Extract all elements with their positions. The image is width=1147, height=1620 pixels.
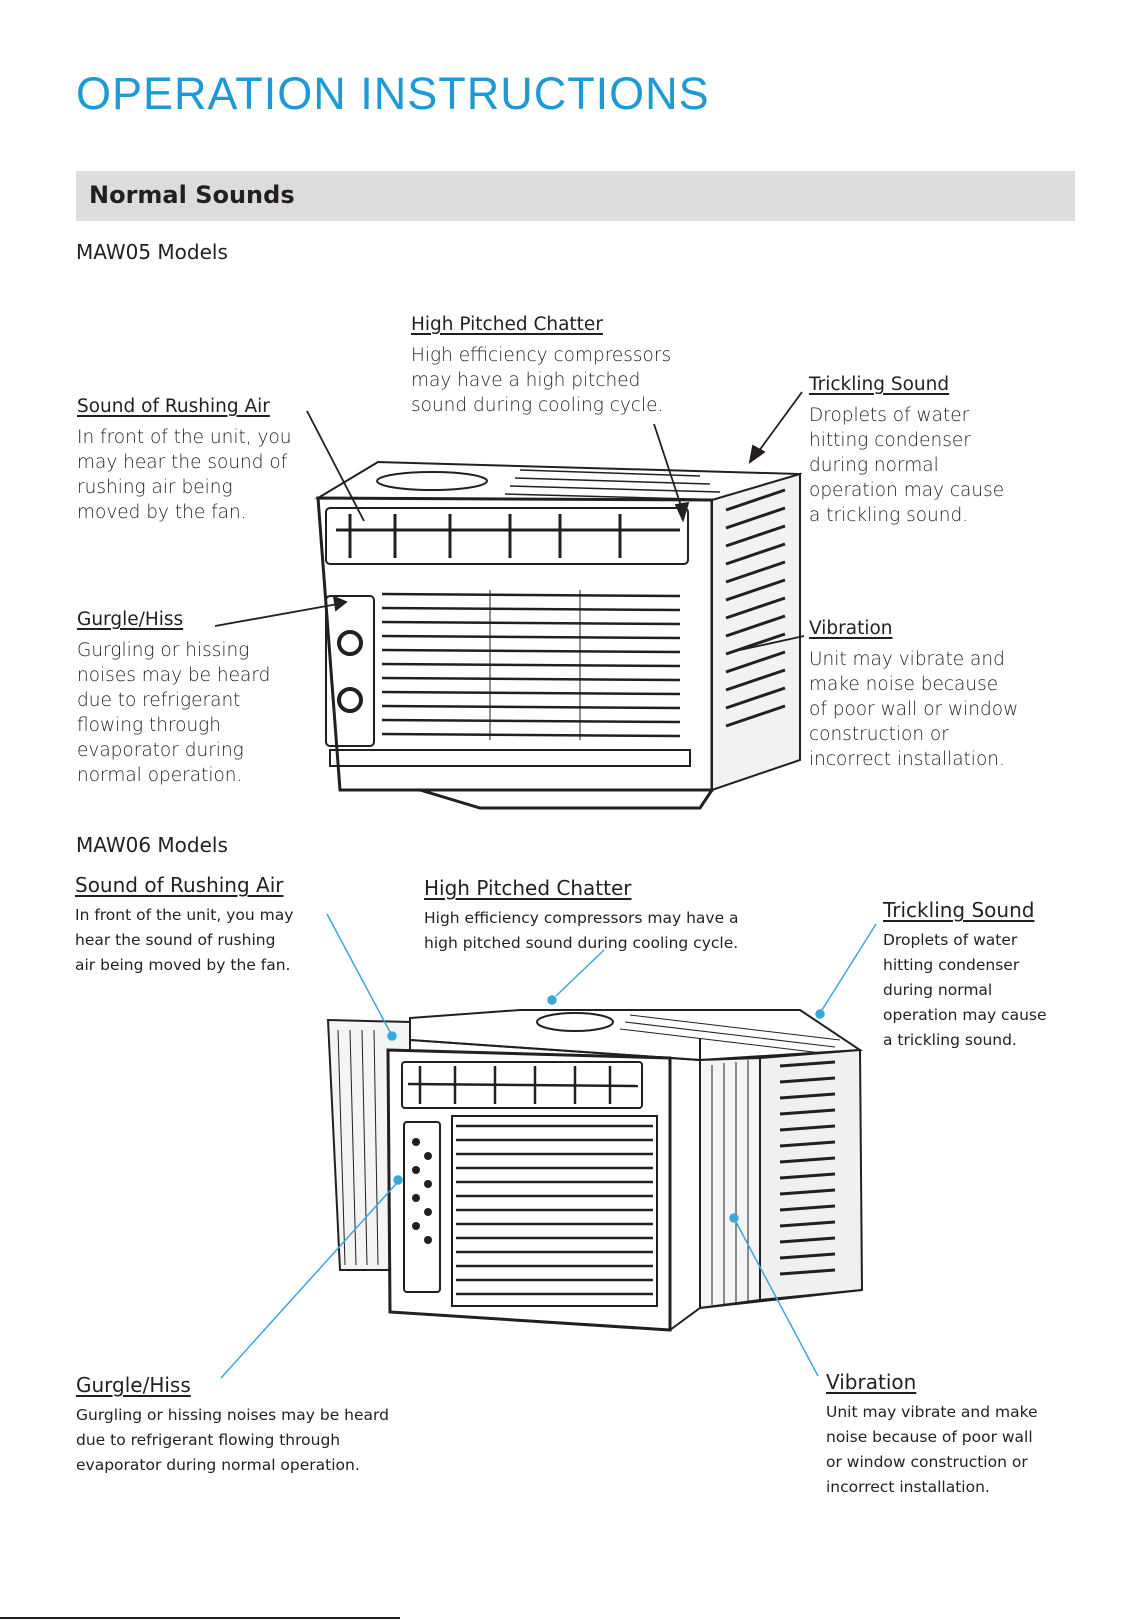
section-heading: Normal Sounds <box>89 181 295 209</box>
maw05-rushing-air-label: Sound of Rushing Air <box>77 396 270 417</box>
maw06-gurgle-callout: Gurgle/Hiss Gurgling or hissing noises m… <box>76 1373 456 1478</box>
maw06-rushing-air-text: In front of the unit, you may hear the s… <box>75 906 294 974</box>
maw06-vibration-callout: Vibration Unit may vibrate and make nois… <box>826 1370 1076 1500</box>
maw06-chatter-text: High efficiency compressors may have a h… <box>424 909 739 952</box>
model-heading-maw05: MAW05 Models <box>76 240 228 264</box>
maw05-chatter-text: High efficiency compressors may have a h… <box>411 345 672 416</box>
maw05-vibration-callout: Vibration Unit may vibrate and make nois… <box>809 618 1069 772</box>
maw06-trickling-callout: Trickling Sound Droplets of water hittin… <box>883 898 1083 1053</box>
page-title: OPERATION INSTRUCTIONS <box>76 68 710 119</box>
maw05-gurgle-label: Gurgle/Hiss <box>77 609 184 630</box>
maw06-trickling-text: Droplets of water hitting condenser duri… <box>883 931 1047 1049</box>
maw06-vibration-label: Vibration <box>826 1370 917 1394</box>
maw06-gurgle-text: Gurgling or hissing noises may be heard … <box>76 1406 389 1474</box>
footer-rule <box>0 1617 400 1619</box>
maw06-rushing-air-label: Sound of Rushing Air <box>75 873 284 897</box>
maw05-chatter-callout: High Pitched Chatter High efficiency com… <box>411 314 731 418</box>
maw05-vibration-label: Vibration <box>809 618 893 639</box>
maw06-trickling-label: Trickling Sound <box>883 898 1035 922</box>
maw06-gurgle-label: Gurgle/Hiss <box>76 1373 191 1397</box>
maw05-gurgle-callout: Gurgle/Hiss Gurgling or hissing noises m… <box>77 609 317 788</box>
maw06-chatter-label: High Pitched Chatter <box>424 876 632 900</box>
maw05-vibration-text: Unit may vibrate and make noise because … <box>809 649 1019 770</box>
maw06-vibration-text: Unit may vibrate and make noise because … <box>826 1403 1038 1496</box>
maw05-rushing-air-callout: Sound of Rushing Air In front of the uni… <box>77 396 317 525</box>
maw06-rushing-air-callout: Sound of Rushing Air In front of the uni… <box>75 873 335 978</box>
maw05-rushing-air-text: In front of the unit, you may hear the s… <box>77 427 292 523</box>
model-heading-maw06: MAW06 Models <box>76 833 228 857</box>
maw05-chatter-label: High Pitched Chatter <box>411 314 603 335</box>
maw05-trickling-label: Trickling Sound <box>809 374 950 395</box>
maw06-chatter-callout: High Pitched Chatter High efficiency com… <box>424 876 804 956</box>
maw05-trickling-text: Droplets of water hitting condenser duri… <box>809 405 1005 526</box>
maw06-unit-illustration <box>220 913 877 1379</box>
maw05-gurgle-text: Gurgling or hissing noises may be heard … <box>77 640 271 786</box>
section-bar: Normal Sounds <box>76 171 1075 221</box>
maw05-unit-illustration <box>214 391 805 810</box>
maw05-trickling-callout: Trickling Sound Droplets of water hittin… <box>809 374 1049 528</box>
